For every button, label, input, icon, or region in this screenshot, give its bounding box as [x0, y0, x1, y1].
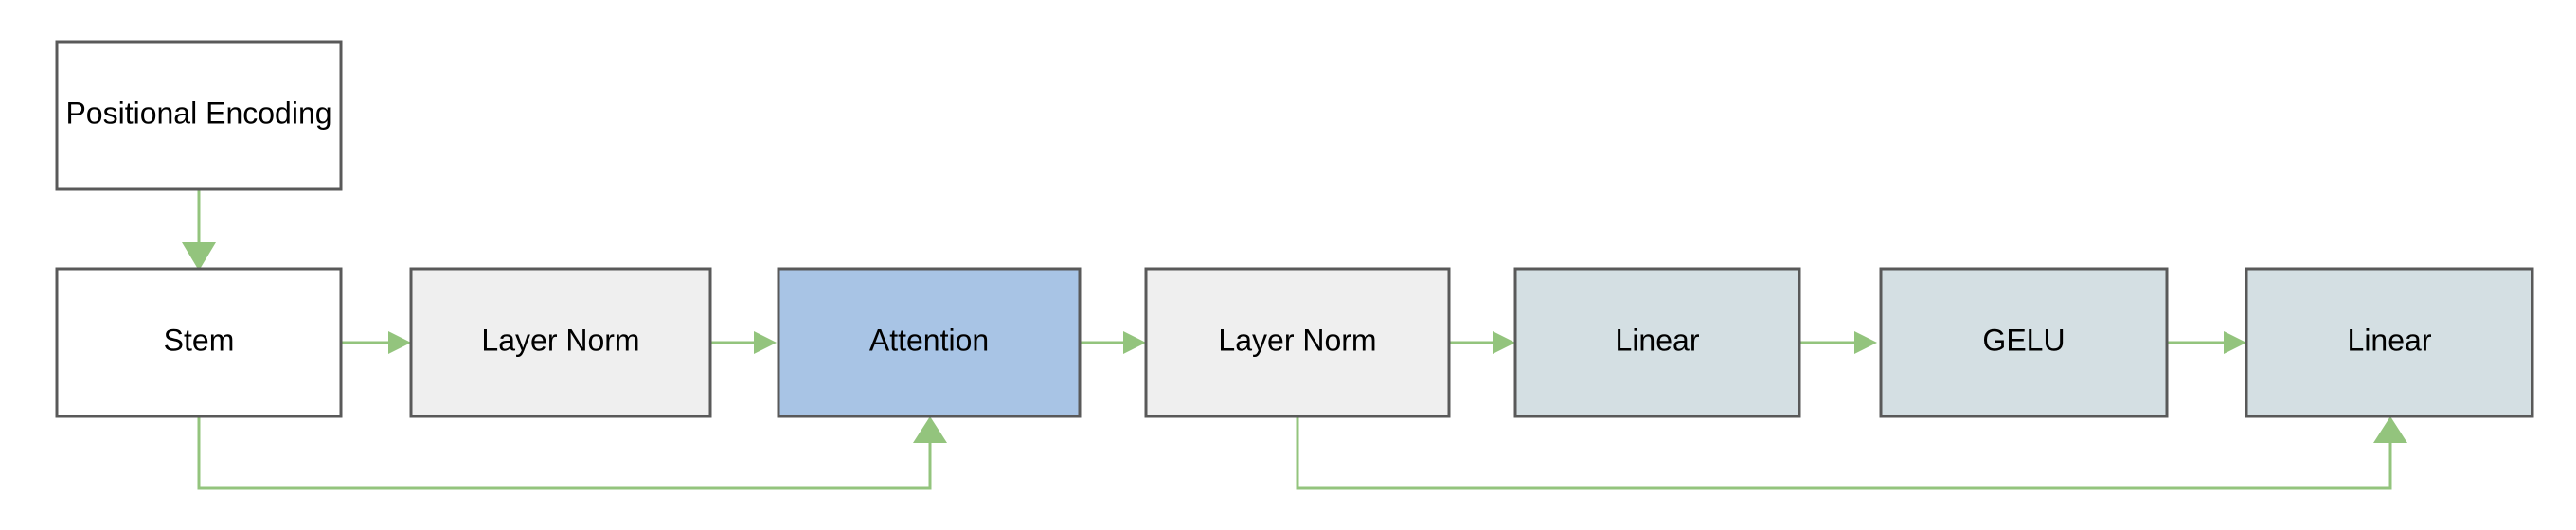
skip-edge-layer-norm-2-to-linear-2 — [1296, 416, 2392, 490]
node-label: Linear — [1616, 323, 1700, 357]
node-label: Stem — [164, 323, 235, 357]
node-linear-2: Linear — [2245, 267, 2534, 418]
node-layer-norm-2: Layer Norm — [1144, 267, 1451, 418]
arrowhead-icon — [913, 416, 947, 443]
node-label: Layer Norm — [481, 323, 639, 357]
node-attention: Attention — [777, 267, 1082, 418]
node-label: Linear — [2348, 323, 2432, 357]
arrowhead-icon — [1854, 331, 1877, 354]
node-label: Positional Encoding — [65, 96, 331, 130]
node-gelu: GELU — [1879, 267, 2169, 418]
arrowhead-icon — [388, 331, 411, 354]
node-label: GELU — [1982, 323, 2065, 357]
arrowhead-icon — [2224, 331, 2246, 354]
node-positional-encoding: Positional Encoding — [55, 40, 343, 191]
skip-edge-stem-to-attention — [197, 416, 932, 490]
node-layer-norm-1: Layer Norm — [409, 267, 712, 418]
arrowhead-icon — [1493, 331, 1515, 354]
edges — [182, 189, 2407, 490]
arrowhead-icon — [754, 331, 777, 354]
arrowhead-icon — [2373, 416, 2407, 443]
node-label: Layer Norm — [1218, 323, 1376, 357]
arrowhead-icon — [182, 242, 216, 271]
nodes: Positional Encoding Stem Layer Norm Atte… — [55, 40, 2534, 418]
arrowhead-icon — [1123, 331, 1146, 354]
node-linear-1: Linear — [1513, 267, 1801, 418]
node-label: Attention — [869, 323, 989, 357]
node-stem: Stem — [55, 267, 343, 418]
